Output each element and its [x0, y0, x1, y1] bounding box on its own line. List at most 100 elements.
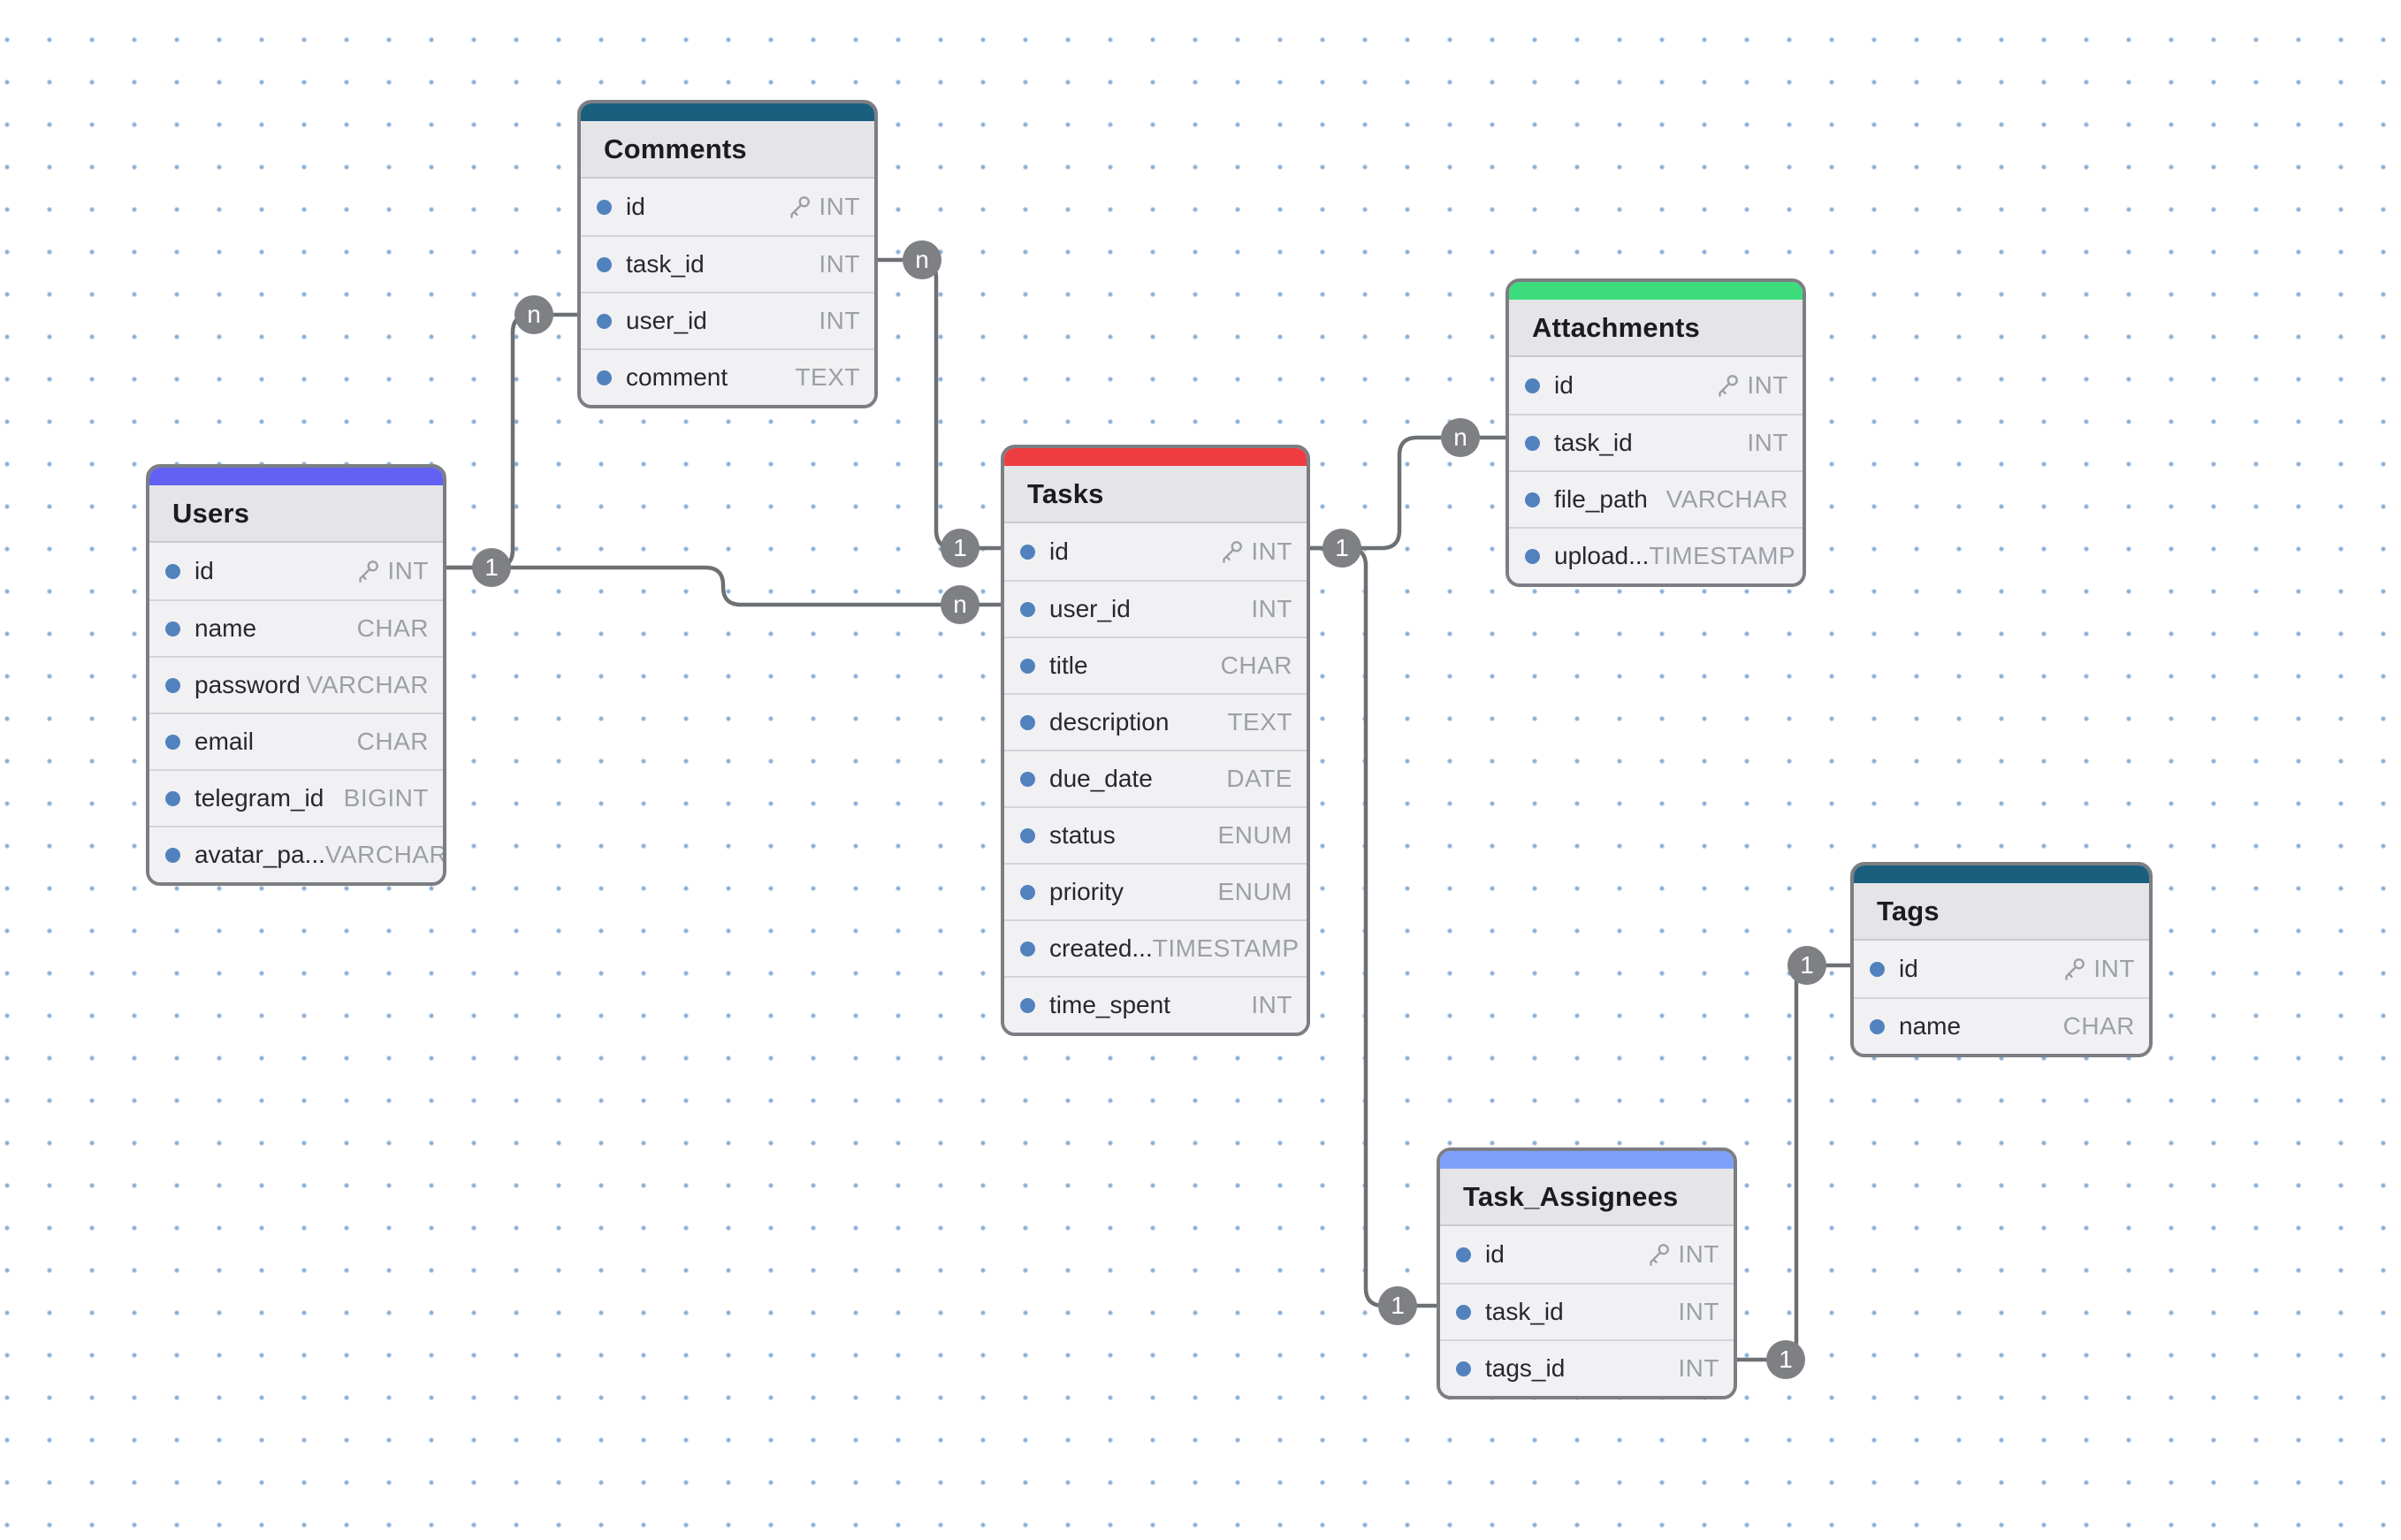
- table-header-Comments[interactable]: Comments: [581, 121, 874, 179]
- field-dot-icon: [165, 790, 180, 806]
- field-name: due_date: [1049, 765, 1153, 792]
- field-row-Task_Assignees-tags_id[interactable]: tags_id INT: [1440, 1339, 1734, 1396]
- field-dot-icon: [597, 370, 612, 385]
- primary-key-icon: [1650, 1244, 1670, 1266]
- field-dot-icon: [1870, 961, 1885, 977]
- field-name: tags_id: [1485, 1354, 1566, 1382]
- table-header-Attachments[interactable]: Attachments: [1509, 300, 1803, 357]
- field-name: avatar_pa...: [194, 841, 325, 868]
- table-header-Tasks[interactable]: Tasks: [1004, 466, 1307, 523]
- field-type: INT: [1747, 371, 1788, 399]
- field-dot-icon: [1020, 544, 1035, 560]
- field-row-Tasks-created...[interactable]: created...TIMESTAMP: [1004, 919, 1307, 976]
- field-name: title: [1049, 652, 1088, 679]
- relationship-Tasks.id-Task_Assignees.task_id[interactable]: [1307, 545, 1439, 1308]
- field-name: email: [194, 728, 254, 755]
- field-dot-icon: [165, 563, 180, 579]
- field-type: INT: [1747, 429, 1788, 456]
- field-name: user_id: [626, 307, 707, 334]
- field-dot-icon: [1020, 658, 1035, 674]
- relationship-Tags.id-Task_Assignees.tags_id[interactable]: [1734, 963, 1853, 1362]
- table-header-Tags[interactable]: Tags: [1854, 883, 2149, 941]
- field-name: id: [1485, 1240, 1505, 1268]
- cardinality-badge-n: n: [514, 295, 553, 334]
- field-dot-icon: [165, 847, 180, 863]
- field-name: name: [194, 614, 257, 642]
- primary-key-icon: [359, 560, 379, 583]
- field-type: TIMESTAMP: [1649, 542, 1796, 569]
- relationship-Tasks.id-Attachments.task_id[interactable]: [1307, 435, 1508, 551]
- field-row-Tasks-description[interactable]: description TEXT: [1004, 693, 1307, 750]
- field-dot-icon: [165, 677, 180, 693]
- field-name: id: [194, 557, 214, 584]
- field-dot-icon: [597, 256, 612, 272]
- field-type: TEXT: [795, 363, 860, 391]
- field-type: CHAR: [1220, 652, 1292, 679]
- field-type: TIMESTAMP: [1152, 934, 1300, 962]
- field-row-Task_Assignees-task_id[interactable]: task_id INT: [1440, 1283, 1734, 1339]
- field-type: TEXT: [1227, 708, 1292, 736]
- field-row-Attachments-upload...[interactable]: upload...TIMESTAMP: [1509, 527, 1803, 583]
- primary-key-icon: [790, 196, 811, 218]
- field-dot-icon: [1020, 884, 1035, 900]
- field-type: VARCHAR: [324, 841, 446, 868]
- relationship-Comments.task_id-Tasks.id[interactable]: [875, 257, 1003, 551]
- primary-key-icon: [1223, 541, 1243, 563]
- relationship-Users.id-Tasks.user_id[interactable]: [444, 565, 1003, 607]
- cardinality-badge-1: 1: [1766, 1340, 1805, 1379]
- field-type: INT: [387, 557, 429, 584]
- table-header-Task_Assignees[interactable]: Task_Assignees: [1440, 1169, 1734, 1226]
- field-name: user_id: [1049, 595, 1131, 622]
- table-accent-bar: [581, 103, 874, 121]
- field-dot-icon: [1456, 1361, 1471, 1376]
- field-name: description: [1049, 708, 1170, 736]
- field-dot-icon: [1020, 827, 1035, 843]
- field-dot-icon: [597, 199, 612, 215]
- field-dot-icon: [1020, 714, 1035, 730]
- table-title: Task_Assignees: [1463, 1180, 1679, 1212]
- field-name: task_id: [1485, 1298, 1564, 1325]
- field-row-Tasks-title[interactable]: title CHAR: [1004, 637, 1307, 693]
- field-row-Users-id[interactable]: id INT: [149, 543, 443, 599]
- field-type: INT: [819, 193, 860, 220]
- table-title: Users: [172, 497, 250, 529]
- table-header-Users[interactable]: Users: [149, 485, 443, 543]
- field-type: INT: [1678, 1354, 1719, 1382]
- field-type: INT: [1678, 1298, 1719, 1325]
- field-type: BIGINT: [343, 784, 429, 812]
- table-title: Tasks: [1027, 477, 1104, 509]
- field-row-Tasks-user_id[interactable]: user_id INT: [1004, 580, 1307, 637]
- field-type: INT: [1251, 595, 1292, 622]
- field-name: status: [1049, 821, 1116, 849]
- table-title: Comments: [604, 133, 747, 164]
- field-row-Users-avatar_pa...[interactable]: avatar_pa...VARCHAR: [149, 826, 443, 882]
- relationship-Users.id-Comments.user_id[interactable]: [444, 312, 580, 570]
- primary-key-icon: [2065, 958, 2085, 980]
